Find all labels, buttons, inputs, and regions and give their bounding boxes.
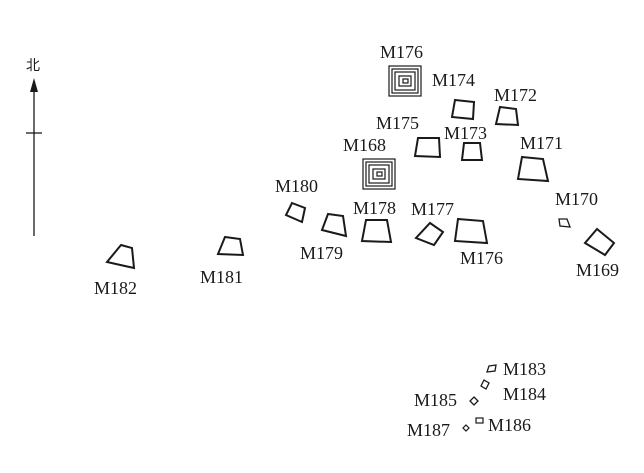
label-m174: M174 xyxy=(432,70,475,90)
tomb-m176-top: M176 xyxy=(380,42,423,97)
tomb-m172 xyxy=(494,105,520,127)
tomb-m187 xyxy=(462,424,470,432)
tomb-m185 xyxy=(469,396,479,406)
label-m168: M168 xyxy=(343,135,386,155)
tomb-m175 xyxy=(413,137,442,159)
north-arrow: 北 xyxy=(26,58,42,236)
north-label: 北 xyxy=(26,58,40,74)
tomb-m177 xyxy=(414,221,445,247)
label-m175: M175 xyxy=(376,113,419,133)
label-m176-bottom: M176 xyxy=(460,248,503,268)
tomb-m184 xyxy=(480,379,490,390)
tomb-m173 xyxy=(460,142,484,161)
label-m183: M183 xyxy=(503,359,546,379)
tomb-m168: M168 xyxy=(343,135,396,190)
label-m180: M180 xyxy=(275,176,318,196)
label-m186: M186 xyxy=(488,415,531,435)
tomb-m176-outer xyxy=(388,65,422,97)
label-m172: M172 xyxy=(494,85,537,105)
label-m181: M181 xyxy=(200,267,243,287)
tomb-m169 xyxy=(583,227,616,257)
label-m178: M178 xyxy=(353,198,396,218)
tomb-m178 xyxy=(360,219,393,244)
tomb-m176-bottom xyxy=(453,217,489,245)
label-m179: M179 xyxy=(300,243,343,263)
label-m187: M187 xyxy=(407,420,450,440)
tomb-m186 xyxy=(475,417,484,424)
tomb-m171 xyxy=(516,155,550,183)
label-m169: M169 xyxy=(576,260,619,280)
tomb-m168-outer xyxy=(362,158,396,190)
tomb-m179 xyxy=(320,212,348,238)
north-arrow-head xyxy=(30,78,38,92)
label-m176-top: M176 xyxy=(380,42,423,62)
label-m182: M182 xyxy=(94,278,137,298)
tomb-m183 xyxy=(486,364,497,373)
tomb-m174 xyxy=(450,98,476,121)
label-m185: M185 xyxy=(414,390,457,410)
label-m170: M170 xyxy=(555,189,598,209)
label-m177: M177 xyxy=(411,199,454,219)
tomb-m170 xyxy=(558,218,571,228)
label-m173: M173 xyxy=(444,123,487,143)
tomb-m182 xyxy=(105,243,136,270)
tomb-m180 xyxy=(284,201,307,224)
tomb-m181 xyxy=(216,235,245,257)
label-m184: M184 xyxy=(503,384,546,404)
label-m171: M171 xyxy=(520,133,563,153)
